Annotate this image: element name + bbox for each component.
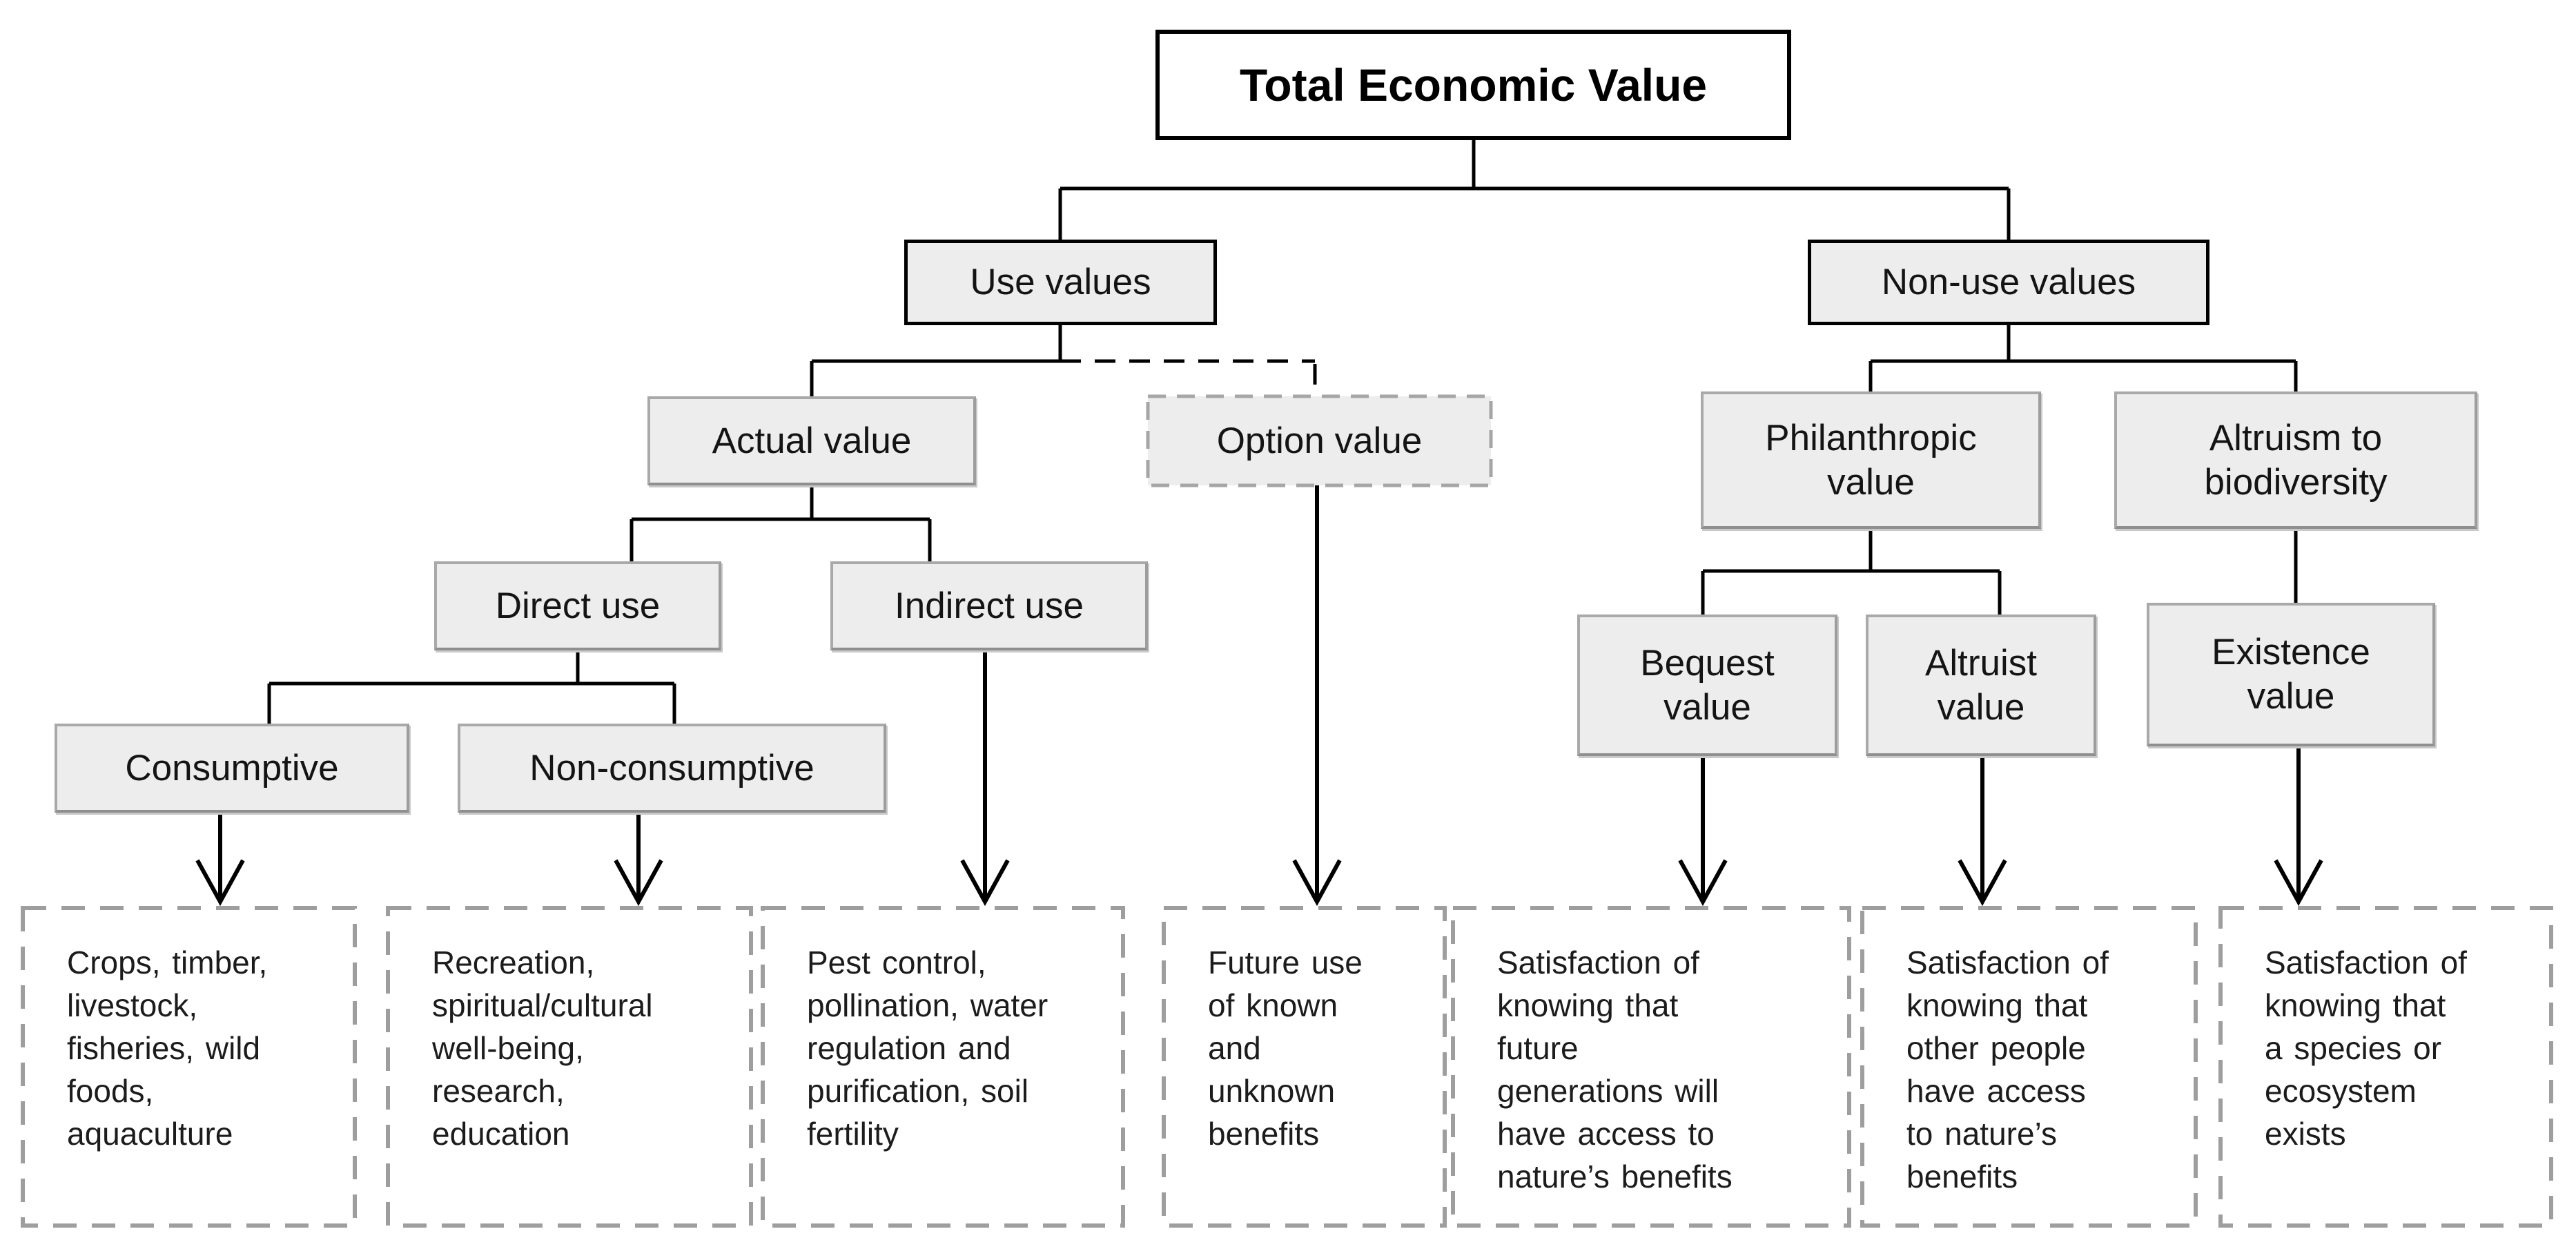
node-non-use-values: Non-use values bbox=[1808, 240, 2209, 325]
outcome-option-examples: Future use of known and unknown benefits bbox=[1208, 945, 1363, 1152]
arrow-option bbox=[1292, 485, 1342, 907]
outcome-frame-6 bbox=[1860, 906, 2198, 1228]
outcome-frame-4 bbox=[1162, 906, 1447, 1228]
node-total-economic-value: Total Economic Value bbox=[1155, 30, 1791, 140]
node-non-consumptive: Non-consumptive bbox=[458, 724, 886, 813]
outcome-indirect-examples: Pest control, pollination, water regulat… bbox=[807, 945, 1048, 1152]
outcome-bequest-examples: Satisfaction of knowing that future gene… bbox=[1497, 945, 1733, 1194]
outcome-frame-5 bbox=[1451, 906, 1851, 1228]
outcome-consumptive-examples: Crops, timber, livestock, fisheries, wil… bbox=[67, 945, 268, 1152]
node-indirect-use: Indirect use bbox=[830, 561, 1148, 650]
node-consumptive: Consumptive bbox=[55, 724, 409, 813]
node-altruism-to-biodiversity: Altruism to biodiversity bbox=[2114, 391, 2477, 529]
outcome-frame-7 bbox=[2218, 906, 2553, 1228]
outcome-frame-2 bbox=[386, 906, 753, 1228]
node-existence-value: Existence value bbox=[2147, 603, 2435, 746]
outcome-frame-1 bbox=[21, 906, 357, 1228]
node-philanthropic-value: Philanthropic value bbox=[1701, 391, 2041, 529]
arrow-existence bbox=[2274, 746, 2323, 907]
outcome-frame-3 bbox=[761, 906, 1125, 1228]
arrow-nonconsumptive bbox=[614, 813, 663, 907]
node-altruist-value: Altruist value bbox=[1866, 615, 2096, 756]
node-use-values: Use values bbox=[904, 240, 1217, 325]
arrow-consumptive bbox=[195, 813, 245, 907]
option-value-box-frame bbox=[1146, 394, 1493, 487]
outcome-nonconsumptive-examples: Recreation, spiritual/cultural well-bein… bbox=[432, 945, 653, 1152]
arrow-altruist bbox=[1958, 756, 2007, 907]
arrow-bequest bbox=[1678, 756, 1728, 907]
arrow-indirect bbox=[960, 650, 1010, 907]
outcome-altruist-examples: Satisfaction of knowing that other peopl… bbox=[1906, 945, 2109, 1194]
node-option-value: Option value bbox=[1216, 420, 1423, 461]
outcome-existence-examples: Satisfaction of knowing that a species o… bbox=[2265, 945, 2467, 1152]
node-bequest-value: Bequest value bbox=[1577, 615, 1837, 756]
node-actual-value: Actual value bbox=[647, 396, 976, 485]
node-direct-use: Direct use bbox=[434, 561, 721, 650]
